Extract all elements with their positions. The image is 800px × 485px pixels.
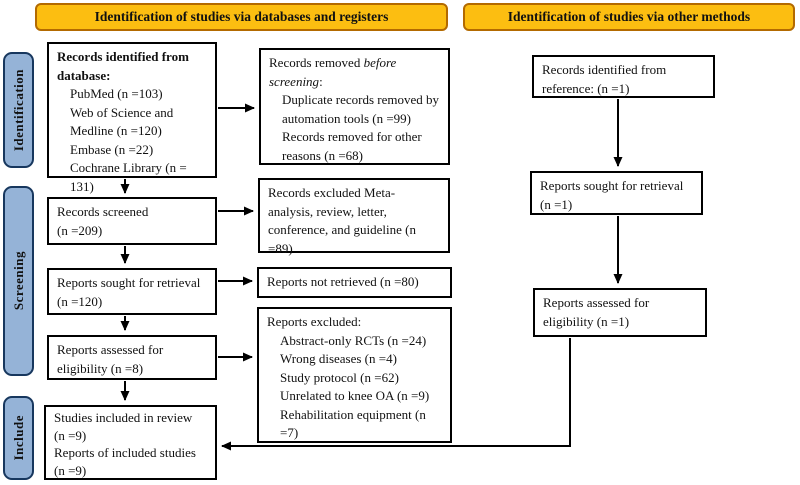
box-reports-excluded: Reports excluded: Abstract-only RCTs (n …	[257, 307, 452, 443]
phase-identification-label: Identification	[10, 68, 26, 152]
box-records-screened: Records screened (n =209)	[47, 197, 217, 245]
db-source-cochrane: Cochrane Library (n = 131)	[70, 160, 187, 194]
phase-screening: Screening	[3, 186, 34, 376]
arrow-othermethods-to-included	[221, 338, 571, 451]
box-reports-sought-other: Reports sought for retrieval (n =1)	[530, 171, 703, 215]
records-screened-line1: Records screened	[57, 204, 149, 219]
included-line3: Reports of included studies	[54, 445, 196, 460]
box-reports-assessed-other: Reports assessed for eligibility (n =1)	[533, 288, 707, 337]
box-reports-sought-retrieval: Reports sought for retrieval (n =120)	[47, 268, 217, 315]
reports-excluded-title: Reports excluded:	[267, 314, 362, 329]
reports-sought-other-line2: (n =1)	[540, 196, 573, 212]
reports-assessed-other-line1: Reports assessed for	[543, 295, 650, 310]
db-source-pubmed: PubMed (n =103)	[70, 86, 163, 101]
reference-identified-line1: Records identified from	[542, 62, 667, 77]
included-line4: (n =9)	[54, 462, 87, 478]
reports-assessed-line1: Reports assessed for	[57, 342, 164, 357]
reports-assessed-other-line2: eligibility (n =1)	[543, 313, 630, 329]
excluded-abstract-only: Abstract-only RCTs (n =24)	[280, 332, 427, 348]
reports-sought-line2: (n =120)	[57, 293, 103, 309]
box-reports-not-retrieved: Reports not retrieved (n =80)	[257, 267, 452, 298]
included-line1: Studies included in review	[54, 410, 193, 425]
box-records-identified-reference: Records identified from reference: (n =1…	[532, 55, 715, 98]
records-removed-title: Records removed before screening:	[269, 55, 397, 89]
box-reports-assessed-eligibility: Reports assessed for eligibility (n =8)	[47, 335, 217, 380]
header-other-methods: Identification of studies via other meth…	[463, 3, 795, 31]
records-identified-title: Records identified from database:	[57, 49, 189, 83]
header-other-methods-label: Identification of studies via other meth…	[507, 9, 751, 24]
phase-identification: Identification	[3, 52, 34, 168]
reports-sought-other-line1: Reports sought for retrieval	[540, 178, 684, 193]
db-source-wos-medline: Web of Science and Medline (n =120)	[70, 104, 174, 139]
removed-other-reasons: Records removed for other reasons (n =68…	[282, 129, 422, 163]
excluded-study-protocol: Study protocol (n =62)	[280, 369, 399, 385]
records-screened-line2: (n =209)	[57, 222, 103, 238]
included-line2: (n =9)	[54, 427, 87, 443]
reports-not-retrieved-text: Reports not retrieved (n =80)	[267, 274, 419, 289]
db-source-embase: Embase (n =22)	[70, 141, 154, 157]
box-records-removed-before-screening: Records removed before screening: Duplic…	[259, 48, 450, 165]
header-databases-registers: Identification of studies via databases …	[35, 3, 448, 31]
removed-duplicates: Duplicate records removed by automation …	[282, 92, 440, 126]
phase-screening-label: Screening	[10, 251, 26, 311]
box-records-identified-database: Records identified from database: PubMed…	[47, 42, 217, 194]
records-excluded-text: Records excluded Meta-analysis, review, …	[268, 185, 416, 256]
reports-assessed-line2: eligibility (n =8)	[57, 360, 144, 376]
excluded-unrelated-knee-oa: Unrelated to knee OA (n =9)	[280, 388, 430, 403]
excluded-wrong-diseases: Wrong diseases (n =4)	[280, 351, 397, 366]
box-records-excluded: Records excluded Meta-analysis, review, …	[258, 178, 450, 256]
reference-identified-line2: reference: (n =1)	[542, 80, 630, 96]
reports-sought-line1: Reports sought for retrieval	[57, 275, 201, 290]
phase-include-label: Include	[10, 415, 26, 461]
box-studies-included: Studies included in review (n =9) Report…	[44, 405, 217, 480]
header-databases-label: Identification of studies via databases …	[94, 9, 389, 24]
excluded-rehab-equipment: Rehabilitation equipment (n =7)	[280, 406, 426, 441]
phase-include: Include	[3, 396, 34, 480]
